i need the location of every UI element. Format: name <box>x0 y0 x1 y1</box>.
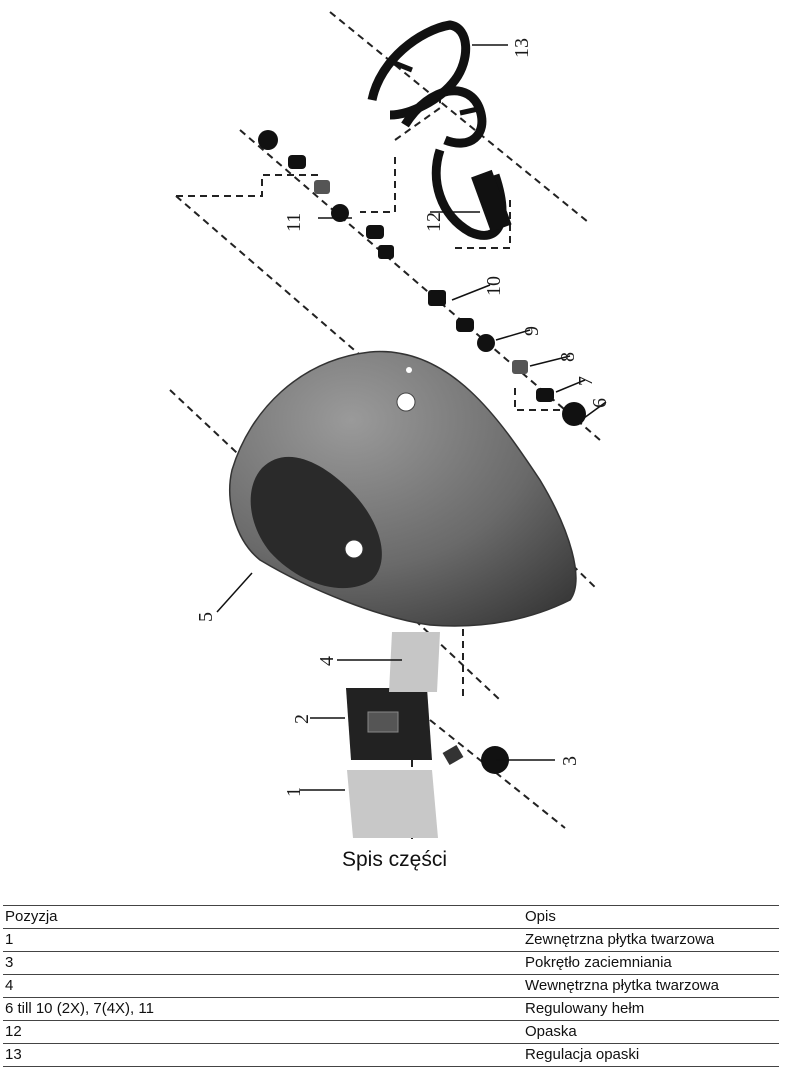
row-description: Regulacja opaski <box>523 1043 779 1067</box>
row-description: Regulowany hełm <box>523 997 779 1021</box>
helmet-shell <box>229 350 577 627</box>
row-description: Wewnętrzna płytka twarzowa <box>523 974 779 998</box>
row-position: 3 <box>3 951 523 975</box>
table-row: 12 Opaska <box>3 1020 779 1044</box>
table-header-row: Pozyzja Opis <box>3 905 779 929</box>
callout-9: 9 <box>521 326 543 336</box>
column-header-position: Pozyzja <box>3 905 523 929</box>
headgear-small-parts <box>258 130 586 426</box>
outer-face-plate <box>347 770 438 838</box>
row-position: 12 <box>3 1020 523 1044</box>
callout-11: 11 <box>283 213 305 232</box>
table-row: 3 Pokrętło zaciemniania <box>3 951 779 975</box>
callout-leader-lines <box>216 44 607 791</box>
callout-4: 4 <box>316 656 338 666</box>
column-header-description: Opis <box>523 905 779 929</box>
callout-13: 13 <box>511 38 533 58</box>
callout-1: 1 <box>283 787 305 797</box>
callout-6: 6 <box>589 398 611 408</box>
callout-8: 8 <box>557 352 579 362</box>
inner-face-plate <box>389 632 440 692</box>
callout-10: 10 <box>483 276 505 296</box>
exploded-parts-diagram: 1 2 4 3 5 6 7 8 9 10 11 12 13 <box>169 11 611 840</box>
table-row: 4 Wewnętrzna płytka twarzowa <box>3 974 779 998</box>
table-row: 13 Regulacja opaski <box>3 1043 779 1067</box>
row-position: 4 <box>3 974 523 998</box>
table-row: 1 Zewnętrzna płytka twarzowa <box>3 928 779 952</box>
row-position: 13 <box>3 1043 523 1067</box>
table-row: 6 till 10 (2X), 7(4X), 11 Regulowany heł… <box>3 997 779 1021</box>
callout-5: 5 <box>195 612 217 622</box>
auto-darkening-cartridge <box>346 688 464 766</box>
callout-7: 7 <box>575 376 597 386</box>
row-position: 6 till 10 (2X), 7(4X), 11 <box>3 997 523 1021</box>
parts-table: Pozyzja Opis 1 Zewnętrzna płytka twarzow… <box>3 905 779 1067</box>
row-description: Opaska <box>523 1020 779 1044</box>
row-description: Zewnętrzna płytka twarzowa <box>523 928 779 952</box>
callout-2: 2 <box>291 714 313 724</box>
row-description: Pokrętło zaciemniania <box>523 951 779 975</box>
callout-12: 12 <box>423 212 445 232</box>
row-position: 1 <box>3 928 523 952</box>
callout-3: 3 <box>559 756 581 766</box>
parts-list-caption: Spis części <box>341 848 448 871</box>
headband-straps <box>367 20 512 240</box>
shade-knob <box>481 746 509 774</box>
